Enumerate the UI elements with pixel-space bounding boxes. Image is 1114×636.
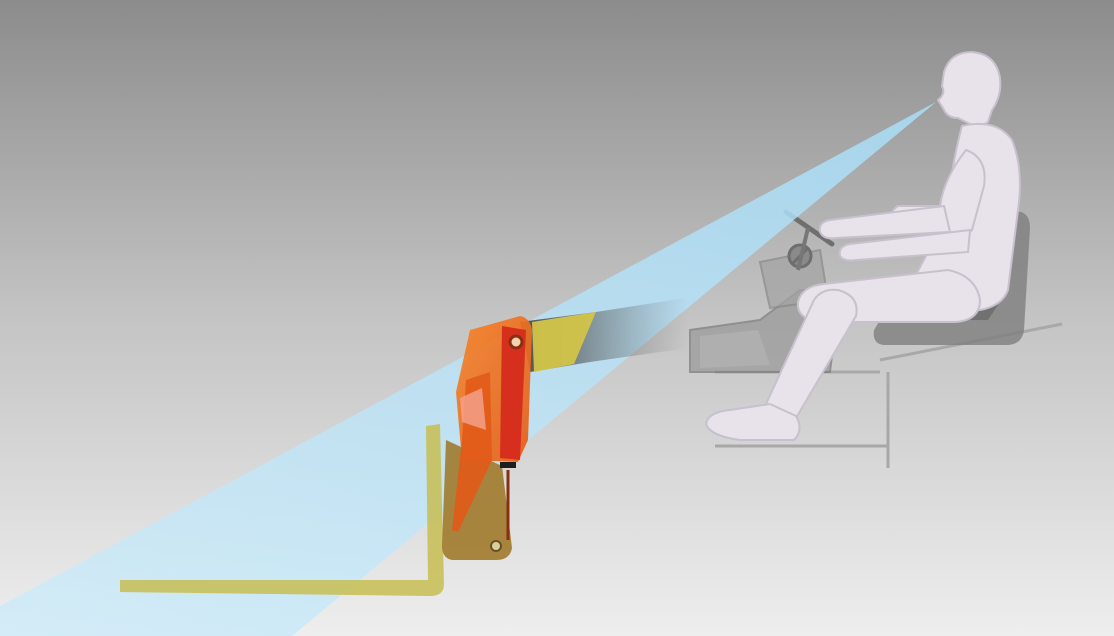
diagram-canvas (0, 0, 1114, 636)
forklift-visibility-diagram (0, 0, 1114, 636)
